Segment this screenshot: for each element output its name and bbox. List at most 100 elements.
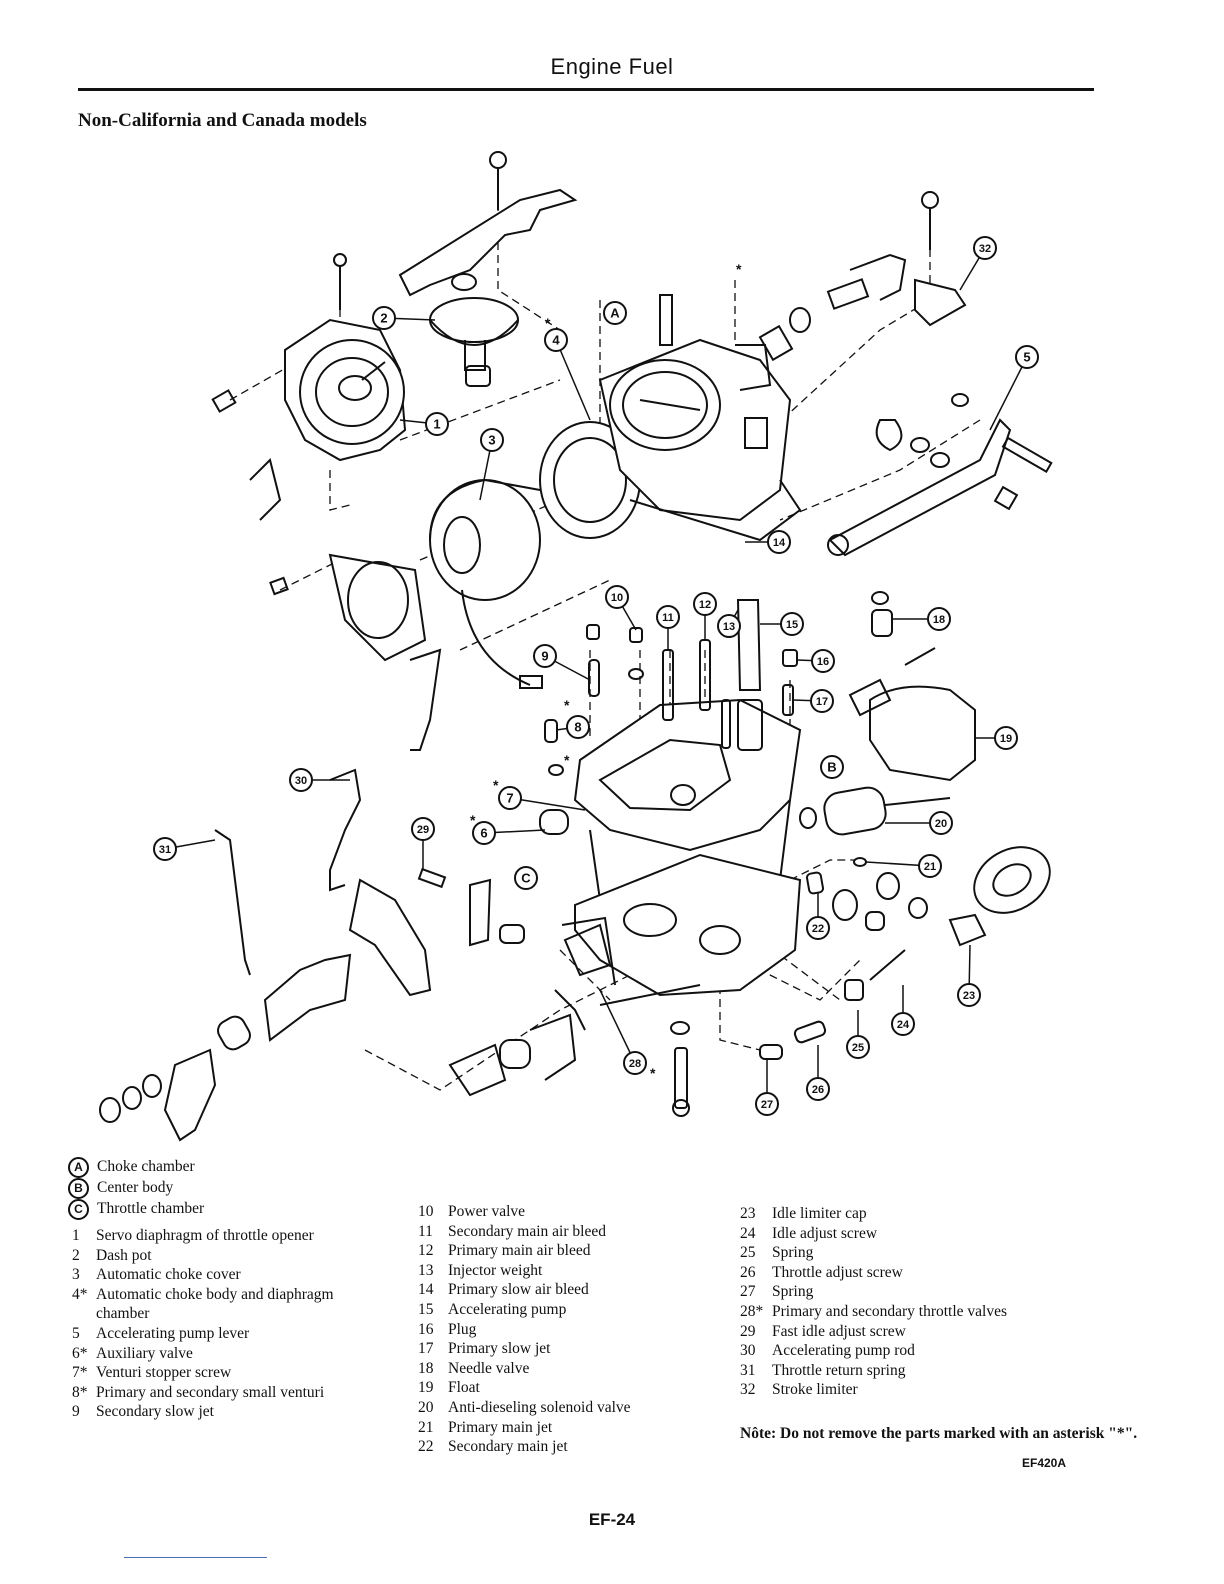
callout-text: 9 (541, 649, 548, 664)
callout-circle (289, 768, 313, 792)
legend-number: 11 (418, 1222, 433, 1240)
callout-text: 6 (480, 826, 487, 841)
legend-number: 30 (740, 1342, 756, 1360)
callout-27: 27 (755, 1060, 779, 1116)
callout-text: 16 (817, 656, 829, 668)
legend-row: 17 Primary slow jet (418, 1339, 718, 1359)
legend-label: Primary and secondary small venturi (96, 1383, 325, 1401)
callout-text: 23 (963, 990, 975, 1002)
center-body-part (539, 698, 802, 922)
legend-letter-label: Throttle chamber (97, 1200, 205, 1217)
legend-number: 16 (418, 1320, 434, 1338)
parts-drawing (99, 151, 1053, 1142)
legend-number: 17 (418, 1340, 434, 1358)
callout-circle (656, 605, 680, 629)
legend-number: 27 (740, 1283, 756, 1301)
callout-circle (755, 1092, 779, 1116)
callout-2: 2 (372, 306, 436, 330)
legend-label: Automatic choke body and diaphragm chamb… (96, 1285, 334, 1323)
callout-leader-line (989, 356, 1028, 431)
callout-14: 14 (745, 530, 791, 554)
legend-label: Anti-dieseling solenoid valve (448, 1398, 631, 1416)
legend-number: 6* (72, 1344, 88, 1362)
legend-row: 28*Primary and secondary throttle valves (740, 1302, 1010, 1322)
callout-circle (929, 811, 953, 835)
note-prefix: Nôte: (740, 1425, 777, 1442)
callout-23: 23 (957, 944, 981, 1007)
legend-label: Primary slow jet (448, 1340, 551, 1358)
legend-number: 26 (740, 1263, 756, 1281)
callout-text: A (610, 306, 620, 321)
callout-circle (811, 649, 835, 673)
legend-label: Secondary main air bleed (448, 1222, 606, 1240)
callout-circle (891, 1012, 915, 1036)
legend-number: 14 (418, 1281, 434, 1299)
legend-label: Power valve (448, 1203, 526, 1220)
legend-label: Needle valve (448, 1359, 530, 1377)
callout-text: 25 (852, 1042, 864, 1054)
callout-labels: ABC1234567891011121314151617181920212223… (153, 236, 1039, 1116)
callout-circle (918, 854, 942, 878)
callout-text: 28 (629, 1058, 641, 1070)
callout-circle (623, 1051, 647, 1075)
callout-circle (544, 328, 568, 352)
callout-circle (514, 866, 538, 890)
callout-circle (820, 755, 844, 779)
legend-note: Nôte: Do not remove the parts marked wit… (740, 1424, 1137, 1444)
callout-12: 12 (693, 592, 717, 640)
callout-circle (498, 786, 522, 810)
page-number: EF-24 (588, 1510, 636, 1529)
figure-code: EF420A (1022, 1456, 1067, 1470)
callout-24: 24 (891, 985, 915, 1036)
callout-text: 1 (433, 417, 440, 432)
asterisk-marker: * (650, 1065, 656, 1081)
legend-label: Auxiliary valve (96, 1344, 193, 1362)
callout-text: 20 (935, 818, 947, 830)
legend-label: Secondary main jet (448, 1438, 568, 1456)
callout-1: 1 (399, 412, 449, 436)
legend-row: 20 Anti-dieseling solenoid valve (418, 1398, 718, 1418)
callout-leader-line (509, 797, 586, 811)
callout-8: 8 (555, 715, 590, 739)
legend-label: Dash pot (96, 1246, 152, 1264)
callout-4: 4 (544, 328, 591, 421)
legend-number: 31 (740, 1361, 756, 1379)
legend-letter-badge: C (68, 1199, 89, 1220)
callout-29: 29 (411, 817, 435, 870)
callout-31: 31 (153, 837, 216, 861)
callout-text: 3 (488, 433, 495, 448)
carburetor-exploded-diagram: ABC1234567891011121314151617181920212223… (99, 151, 1053, 1142)
legend-label: Plug (448, 1320, 477, 1338)
asterisk-marker: * (564, 697, 570, 713)
callout-circle (480, 428, 504, 452)
asterisk-marker: * (493, 777, 499, 793)
legend-number: 25 (740, 1244, 756, 1262)
asterisk-marker: * (470, 812, 476, 828)
legend-label: Fast idle adjust screw (772, 1322, 906, 1340)
legend-number: 20 (418, 1398, 434, 1416)
jets-part (586, 599, 798, 751)
legend-number: 22 (418, 1438, 434, 1456)
note-text: Do not remove the parts marked with an a… (780, 1425, 1138, 1442)
callout-16: 16 (796, 649, 835, 673)
callout-text: C (521, 871, 531, 886)
legend-label: Primary and secondary throttle valves (772, 1302, 1008, 1320)
callout-text: 26 (812, 1084, 824, 1096)
asterisk-marker: * (564, 752, 570, 768)
legend-letter-row: B Center body (68, 1178, 204, 1199)
callout-text: B (827, 760, 836, 775)
callout-B: B (820, 755, 844, 779)
legend-row: 16 Plug (418, 1320, 718, 1340)
callout-circle (372, 306, 396, 330)
solenoid-part (799, 786, 1051, 947)
callout-circle (533, 644, 557, 668)
legend-letter-row: C Throttle chamber (68, 1199, 204, 1220)
legend-number: 19 (418, 1379, 434, 1397)
legend-row: 6* Auxiliary valve (72, 1344, 342, 1364)
